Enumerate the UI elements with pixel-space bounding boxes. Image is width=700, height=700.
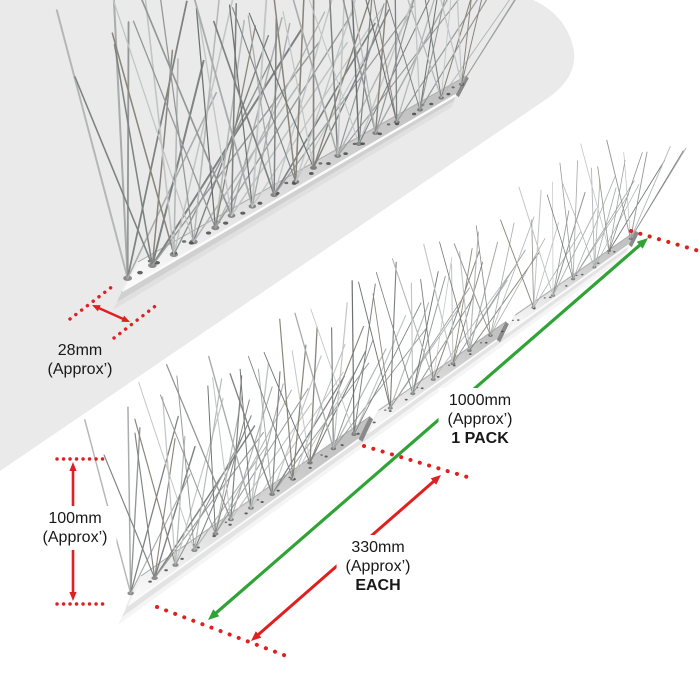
width-value: 28mm xyxy=(57,342,103,359)
each-qualifier: EACH xyxy=(355,577,401,594)
pack-value: 1000mm xyxy=(448,392,512,409)
label-height-100mm: 100mm (Approx’) xyxy=(33,506,117,550)
label-width-28mm: 28mm (Approx’) xyxy=(48,341,113,379)
spike-strip-full-length xyxy=(84,139,687,625)
pack-length-dimension xyxy=(155,229,700,659)
width-dimension xyxy=(68,284,160,340)
each-value: 330mm xyxy=(351,539,405,556)
background-card xyxy=(0,0,575,471)
pack-qualifier: 1 PACK xyxy=(451,430,509,447)
label-pack-length-1000mm: 1000mm (Approx’) 1 PACK xyxy=(438,388,522,451)
spike-strip-angled xyxy=(55,0,553,310)
height-value: 100mm xyxy=(48,510,102,527)
label-piece-length-330mm: 330mm (Approx’) EACH xyxy=(336,535,420,598)
width-approx: (Approx’) xyxy=(47,361,113,378)
each-approx: (Approx’) xyxy=(345,558,411,575)
pack-approx: (Approx’) xyxy=(447,411,513,428)
height-approx: (Approx’) xyxy=(42,529,108,546)
